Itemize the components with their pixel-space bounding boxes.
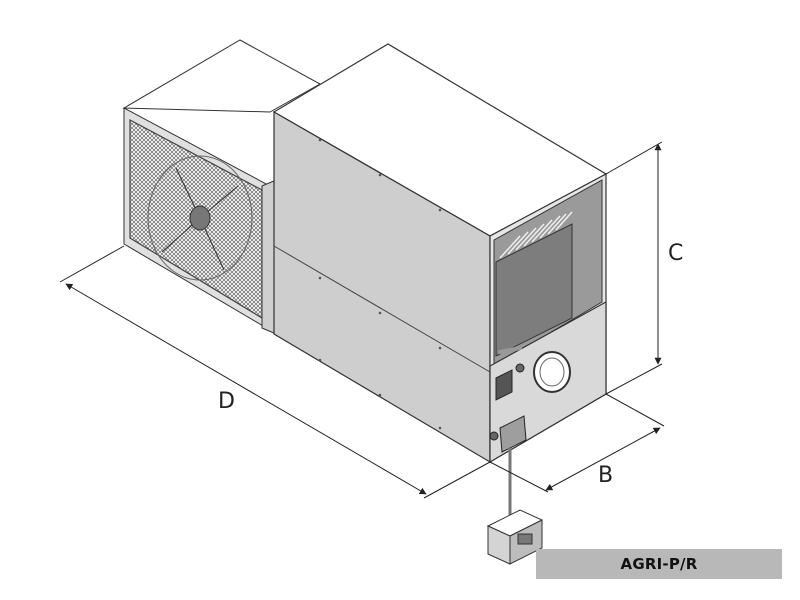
fan-blades — [147, 155, 253, 281]
heat-exchanger — [495, 223, 573, 357]
dimension-depth-label: D — [218, 389, 235, 414]
dimension-width-label: B — [598, 463, 613, 488]
dimension-height — [605, 141, 663, 395]
main-casing — [272, 43, 608, 516]
gas-pipe-stub — [498, 346, 522, 354]
junction-box — [499, 415, 527, 453]
remote-control-box — [486, 509, 544, 565]
exchanger-fins — [499, 211, 573, 259]
model-badge: AGRI-P/R — [536, 549, 782, 579]
dimension-depth — [59, 245, 491, 499]
control-switch — [495, 369, 513, 401]
fan-box-top — [122, 39, 322, 113]
dimension-width — [489, 393, 665, 493]
dimension-height-label: C — [668, 241, 683, 266]
